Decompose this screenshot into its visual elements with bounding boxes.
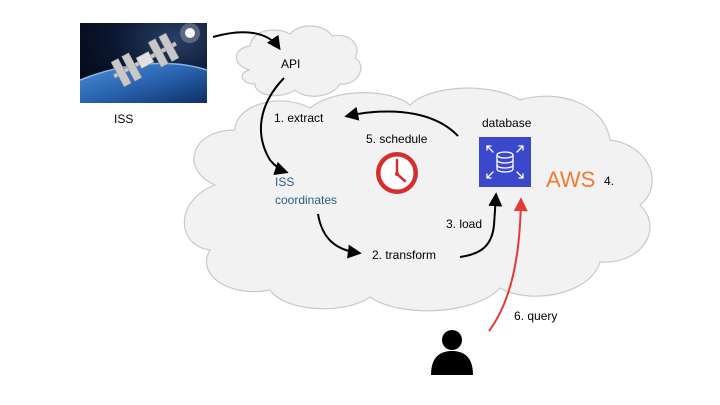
api-label: API — [281, 57, 300, 71]
schedule-arrow — [344, 106, 459, 137]
database-label: database — [482, 116, 532, 130]
iss-photo — [79, 23, 208, 103]
coordinates-line2: coordinates — [275, 193, 337, 207]
transform-arrow — [317, 213, 362, 259]
load-arrow — [459, 192, 503, 258]
aws-label: AWS — [546, 167, 595, 192]
transform-label: 2. transform — [372, 248, 436, 262]
iss-to-api-arrow — [212, 31, 281, 51]
aws-step-number: 4. — [604, 174, 614, 188]
query-arrow — [488, 197, 528, 332]
database-icon — [479, 137, 531, 187]
schedule-label: 5. schedule — [366, 132, 428, 146]
clock-icon — [376, 152, 418, 194]
coordinates-line1: ISS — [275, 175, 294, 189]
user-icon — [431, 330, 473, 375]
extract-arrow — [259, 77, 289, 176]
aws-cloud — [183, 87, 653, 312]
iss-label: ISS — [114, 112, 133, 126]
load-label: 3. load — [446, 217, 482, 231]
extract-label: 1. extract — [274, 111, 324, 125]
query-label: 6. query — [514, 309, 557, 323]
